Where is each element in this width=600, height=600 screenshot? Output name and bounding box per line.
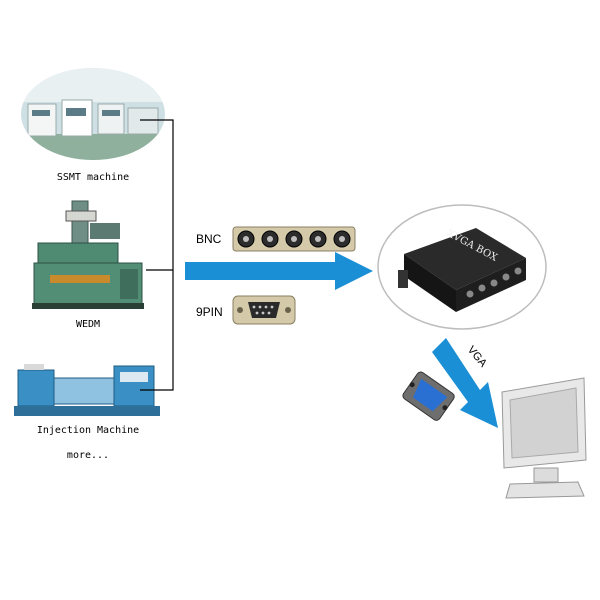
nine-pin-connector <box>232 294 296 326</box>
monitor-image <box>496 376 592 502</box>
wedm-machine-label: WEDM <box>75 319 101 330</box>
xvga-box-device <box>376 202 548 332</box>
injection-machine-label: Injection Machine <box>36 425 140 436</box>
pin-label: 9PIN <box>196 305 223 319</box>
more-label: more... <box>66 450 110 461</box>
bnc-label: BNC <box>196 232 222 246</box>
source-bracket <box>140 110 180 400</box>
ssmt-machine-image <box>18 64 168 164</box>
bnc-connector-strip <box>232 224 356 254</box>
signal-arrow <box>185 252 375 290</box>
ssmt-machine-label: SSMT machine <box>56 172 130 183</box>
vga-arrow <box>432 338 502 430</box>
injection-machine-image <box>14 360 164 420</box>
wedm-machine-image <box>30 193 145 313</box>
vga-connector <box>400 368 456 426</box>
